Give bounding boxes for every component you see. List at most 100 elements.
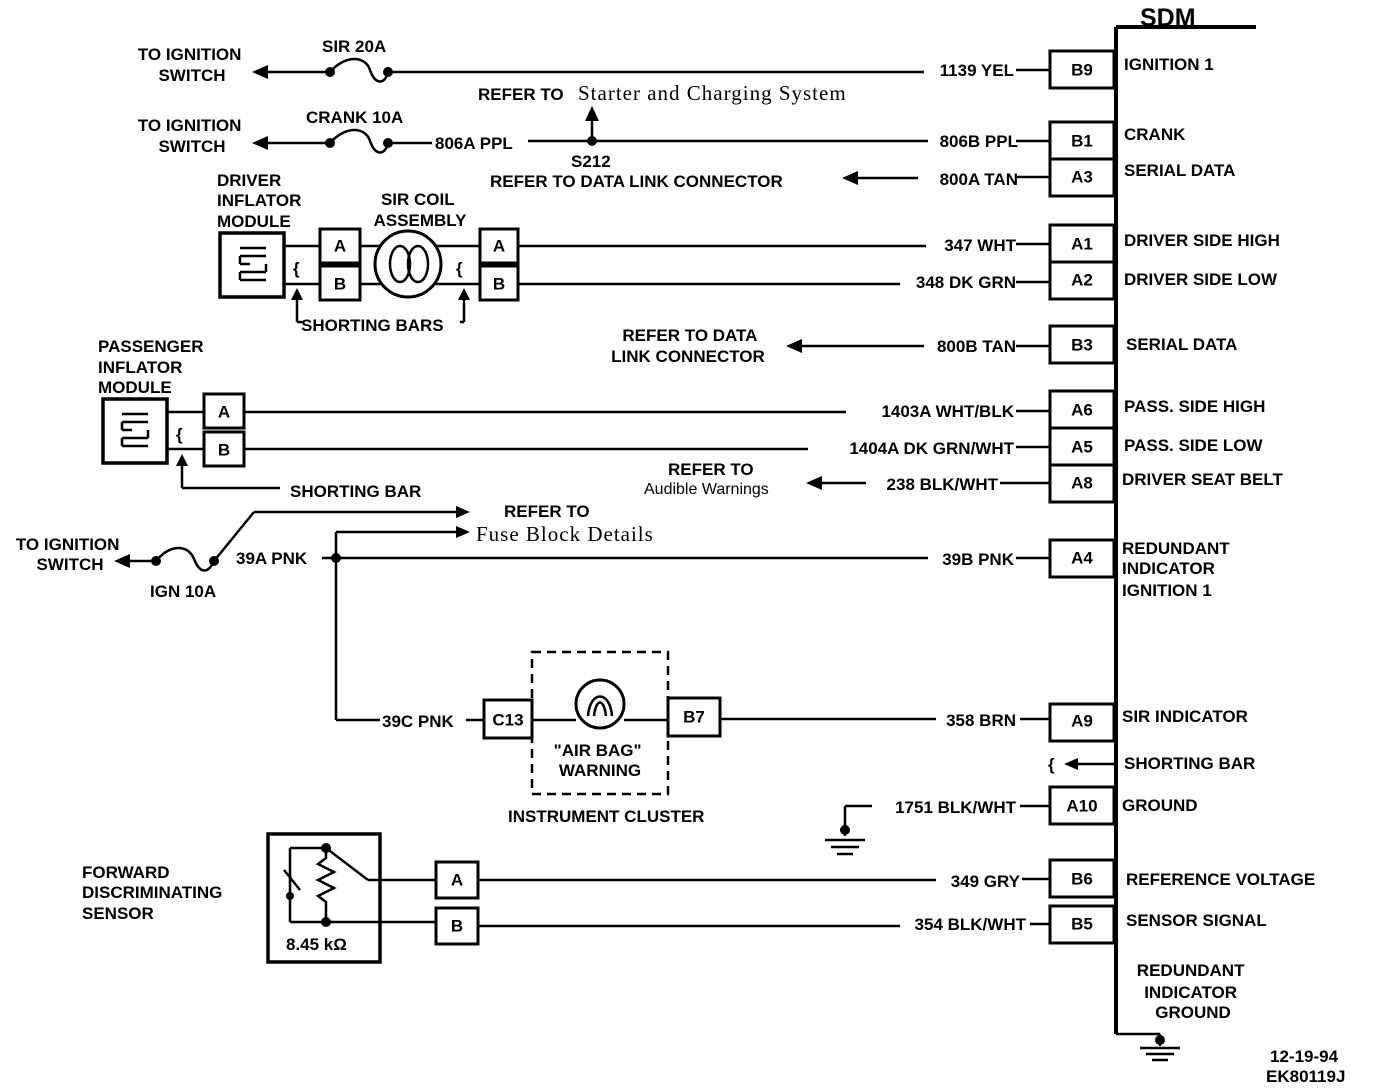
forward-sensor-circuit: FORWARD DISCRIMINATING SENSOR 8.45 kΩ A … <box>82 832 936 964</box>
sdm-pin-A1: A1 DRIVER SIDE HIGH 347 WHT <box>944 223 1280 264</box>
fuse-icon <box>329 57 390 83</box>
refer-fuse-target: Fuse Block Details <box>476 522 654 546</box>
wire-label: 39C PNK <box>382 712 455 731</box>
shorting-bar-bracket-icon: { <box>176 425 183 444</box>
connector-pin-a: A <box>451 871 463 890</box>
pin-function: SERIAL DATA <box>1124 161 1235 180</box>
sdm-pin-B6: B6 REFERENCE VOLTAGE 349 GRY <box>951 858 1315 899</box>
refer-starter-target: Starter and Charging System <box>578 81 847 105</box>
sdm-pin-A10: A10 GROUND 1751 BLK/WHT <box>825 785 1198 856</box>
connector-b7: B7 <box>683 708 705 727</box>
refer-dlc-label: REFER TO DATA LINK CONNECTOR <box>611 326 765 366</box>
squib-icon <box>120 412 150 448</box>
sdm-pin-A6: A6 PASS. SIDE HIGH 1403A WHT/BLK <box>881 389 1265 430</box>
pin-id: A10 <box>1066 797 1097 816</box>
pin-function: CRANK <box>1124 125 1186 144</box>
sdm-pin-B3: B3 SERIAL DATA 800B TAN <box>937 324 1237 365</box>
connector-pin-b: B <box>451 917 463 936</box>
pin-id: B3 <box>1071 336 1093 355</box>
wire-label: 806A PPL <box>435 134 513 153</box>
sdm-redundant-ground-label: REDUNDANT INDICATOR GROUND <box>1137 961 1249 1022</box>
connector-pin-a: A <box>334 237 346 256</box>
to-ignition-switch-label: TO IGNITION SWITCH <box>138 45 246 85</box>
squib-icon <box>238 246 268 282</box>
pin-id: A1 <box>1071 235 1093 254</box>
refer-starter-prefix: REFER TO <box>478 85 564 104</box>
shorting-bar-label: SHORTING BAR <box>1124 754 1255 773</box>
wire-label: 354 BLK/WHT <box>915 915 1027 934</box>
arrow-left-icon <box>1064 758 1078 770</box>
circuit-serial-data-b3: REFER TO DATA LINK CONNECTOR <box>611 326 924 366</box>
wire-label: 39A PNK <box>236 549 308 568</box>
circuit-ign-feed: TO IGNITION SWITCH IGN 10A REFER TO Fuse… <box>16 502 928 731</box>
fuse-label: CRANK 10A <box>306 108 403 127</box>
circuit-crank: TO IGNITION SWITCH CRANK 10A 806A PPL S2… <box>138 81 928 171</box>
arrow-right-icon <box>456 506 470 518</box>
pin-id: B9 <box>1071 61 1093 80</box>
shorting-bar-bracket-icon: { <box>1048 755 1055 774</box>
pin-id: B1 <box>1071 132 1093 151</box>
wire-label: 1751 BLK/WHT <box>895 798 1017 817</box>
pin-id: A8 <box>1071 474 1093 493</box>
pin-function: DRIVER SEAT BELT <box>1122 470 1283 489</box>
refer-audible-prefix: REFER TO <box>668 460 754 479</box>
sensor-name-label: FORWARD DISCRIMINATING SENSOR <box>82 863 227 923</box>
warning-lamp-icon <box>574 678 626 730</box>
shorting-bars-label: SHORTING BARS <box>301 316 444 335</box>
sdm-pin-A8: A8 DRIVER SEAT BELT 238 BLK/WHT <box>887 463 1283 504</box>
refer-fuse-prefix: REFER TO <box>504 502 590 521</box>
sdm-pin-B5: B5 SENSOR SIGNAL 354 BLK/WHT <box>915 904 1267 945</box>
splice-label: S212 <box>571 152 611 171</box>
refer-audible-target: Audible Warnings <box>644 481 769 498</box>
fuse-icon <box>329 128 390 154</box>
sensor-body-icon <box>266 832 382 964</box>
shorting-bar-bracket-icon: { <box>293 259 300 278</box>
sdm-shorting-bar: { SHORTING BAR <box>1048 754 1255 774</box>
wire-label: 800A TAN <box>940 170 1018 189</box>
connector-pin-a: A <box>493 237 505 256</box>
to-ignition-switch-label: TO IGNITION SWITCH <box>138 116 246 156</box>
pin-function: DRIVER SIDE LOW <box>1124 270 1278 289</box>
arrow-left-icon <box>806 476 822 490</box>
sensor-switch-icon <box>283 869 301 891</box>
passenger-inflator-module-icon <box>101 397 169 465</box>
sdm-title: SDM <box>1140 4 1196 32</box>
pin-function: DRIVER SIDE HIGH <box>1124 231 1280 250</box>
refer-dlc-label: REFER TO DATA LINK CONNECTOR <box>490 172 783 191</box>
circuit-sir-ignition: TO IGNITION SWITCH SIR 20A <box>138 37 924 85</box>
wire-label: 1403A WHT/BLK <box>881 402 1014 421</box>
to-ignition-switch-label: TO IGNITION SWITCH <box>16 535 124 574</box>
arrow-up-icon <box>585 106 599 121</box>
wire-label: 39B PNK <box>942 550 1015 569</box>
wire-label: 806B PPL <box>940 132 1018 151</box>
pin-function: SENSOR SIGNAL <box>1126 911 1267 930</box>
sdm-pin-B9: B9 IGNITION 1 1139 YEL <box>940 49 1214 90</box>
wire-label: 358 BRN <box>946 711 1016 730</box>
pin-id: A4 <box>1071 549 1093 568</box>
wire-label: 1139 YEL <box>940 61 1014 80</box>
arrow-left-icon <box>252 136 268 150</box>
diagram-date: 12-19-94 <box>1270 1047 1339 1066</box>
pin-function: REFERENCE VOLTAGE <box>1126 870 1315 889</box>
fuse-icon <box>155 546 216 572</box>
circuit-seat-belt: REFER TO Audible Warnings <box>644 460 866 498</box>
sdm-pin-A5: A5 PASS. SIDE LOW 1404A DK GRN/WHT <box>849 426 1263 467</box>
sdm-pin-A4: A4 REDUNDANT INDICATOR IGNITION 1 39B PN… <box>942 538 1234 600</box>
wire-label: 349 GRY <box>951 872 1021 891</box>
sensor-resistance: 8.45 kΩ <box>286 935 347 954</box>
pin-function: IGNITION 1 <box>1124 55 1214 74</box>
sir-coil-label: SIR COIL ASSEMBLY <box>374 190 468 230</box>
pin-function: REDUNDANT INDICATOR IGNITION 1 <box>1122 539 1234 600</box>
pin-function: PASS. SIDE LOW <box>1124 436 1263 455</box>
sdm-pin-A2: A2 DRIVER SIDE LOW 348 DK GRN <box>916 260 1278 301</box>
sdm-pin-A9: A9 SIR INDICATOR 358 BRN <box>946 702 1248 743</box>
sdm-pin-A3: A3 SERIAL DATA 800A TAN <box>940 157 1235 198</box>
pin-id: A3 <box>1071 168 1093 187</box>
shorting-bar-bracket-icon: { <box>456 259 463 278</box>
arrow-up-icon <box>458 288 470 300</box>
pin-id: B5 <box>1071 915 1093 934</box>
connector-pin-b: B <box>493 275 505 294</box>
driver-inflator-module-icon <box>218 231 286 299</box>
arrow-left-icon <box>786 339 802 353</box>
